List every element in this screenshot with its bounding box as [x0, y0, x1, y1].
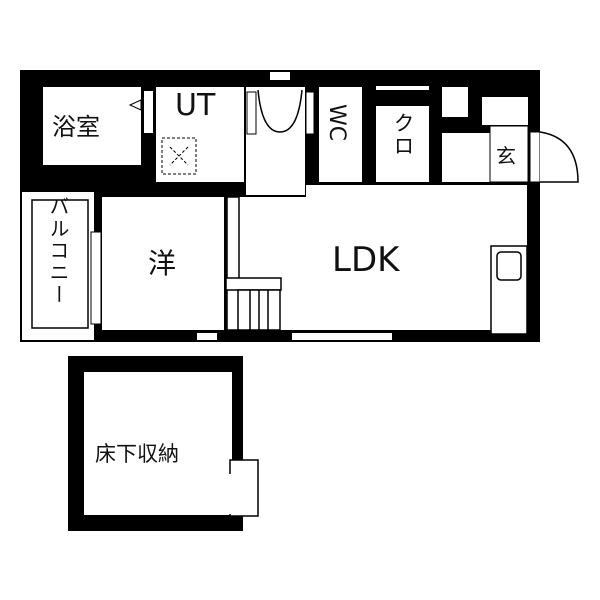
label-western: 洋 — [148, 247, 177, 280]
underfloor-notch-fill — [226, 474, 246, 514]
washer-space — [161, 137, 197, 175]
label-ut: UT — [175, 88, 216, 123]
partition — [226, 196, 240, 331]
label-wc: WC — [324, 104, 349, 142]
balcony-rail — [31, 199, 89, 329]
corridor-frame-left — [246, 91, 257, 135]
wc-room — [319, 87, 362, 182]
entrance-door-frame — [529, 131, 541, 183]
closet-room — [376, 106, 429, 182]
label-ldk: LDK — [332, 240, 400, 280]
balcony-window — [90, 231, 102, 325]
top-window — [270, 72, 290, 80]
washer-cross-icon — [169, 146, 189, 166]
ut-room — [156, 87, 244, 182]
closet-top-strip — [376, 86, 429, 90]
bath-door-icon — [128, 99, 142, 111]
label-closet: クロ — [391, 112, 415, 158]
corridor-frame-right — [305, 91, 315, 135]
storage-small — [442, 87, 468, 117]
entrance-door-swing — [539, 131, 579, 183]
bath-room — [43, 87, 141, 165]
bath-door — [144, 91, 153, 133]
label-underfloor: 床下収納 — [95, 442, 179, 466]
label-entrance: 玄 — [496, 144, 516, 168]
window-bottom-1 — [197, 333, 217, 340]
entrance-box — [489, 125, 529, 183]
ldk-upper — [306, 185, 527, 200]
stairs — [225, 277, 282, 291]
sink-icon — [496, 251, 522, 281]
ldk-room — [233, 197, 527, 330]
stair-steps — [237, 289, 281, 331]
window-bottom-2 — [292, 333, 392, 340]
label-balcony: バルコニー — [46, 196, 70, 306]
shoe-box — [482, 97, 528, 125]
label-bath: 浴室 — [52, 113, 100, 141]
western-room — [102, 197, 224, 330]
underfloor-room — [84, 372, 232, 515]
door-swing — [257, 89, 303, 133]
